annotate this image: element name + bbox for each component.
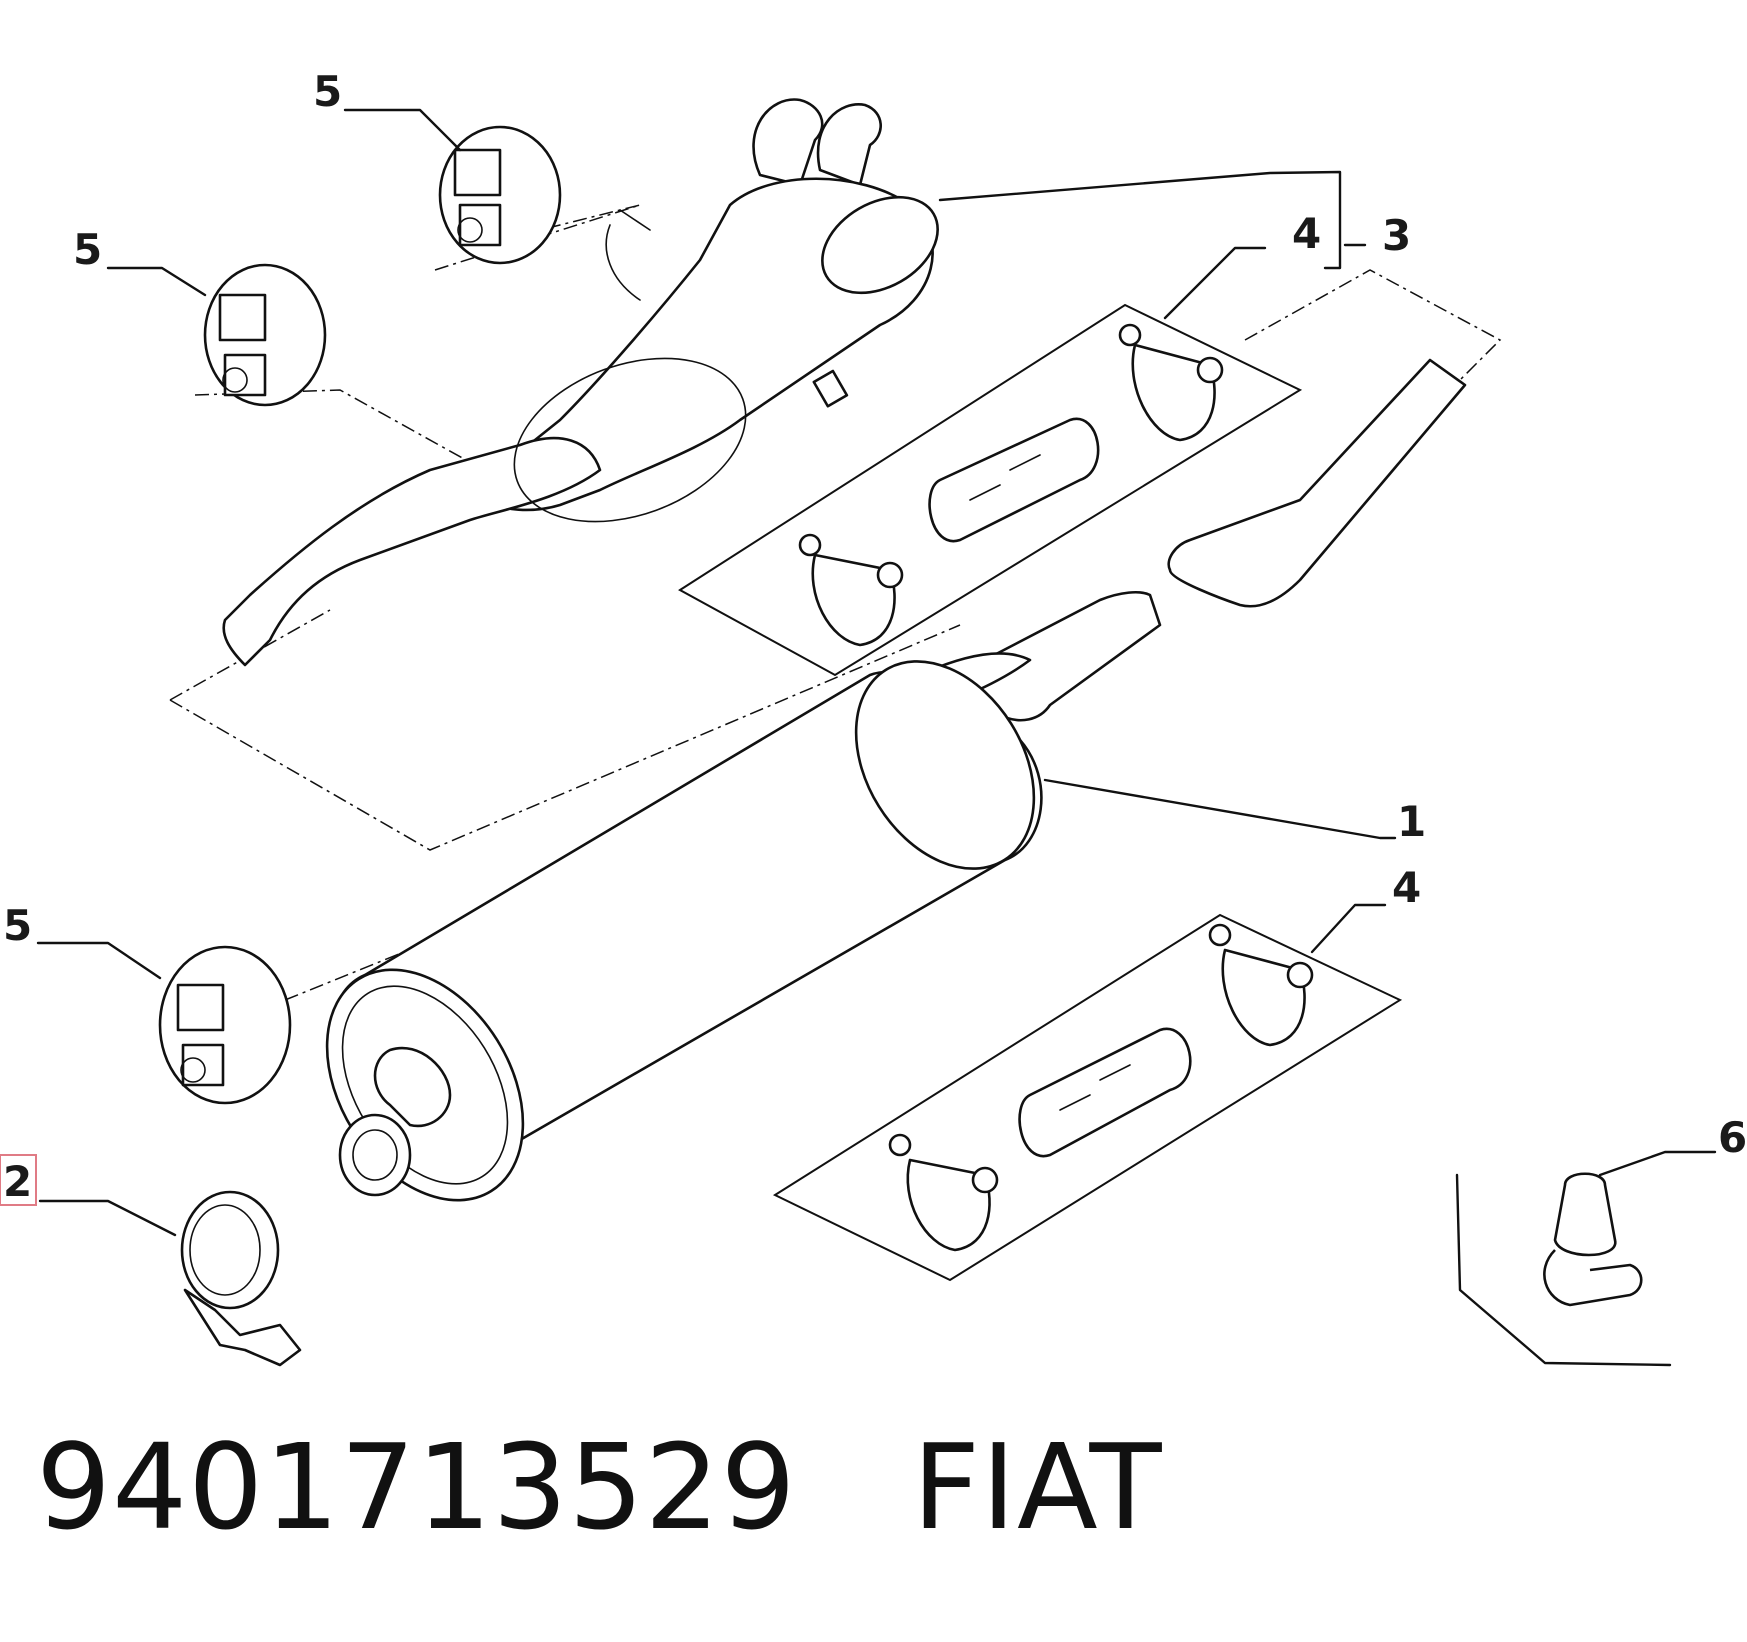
callout-labels: 5 5 4 3 1 4 5 2 6 xyxy=(0,67,1747,1206)
callout-4-upper: 4 xyxy=(1292,209,1321,258)
hose-clip xyxy=(1455,1172,1672,1367)
front-silencer xyxy=(325,660,1043,1202)
callout-6: 6 xyxy=(1718,1113,1747,1162)
outlet-clamp xyxy=(180,1190,302,1367)
rubber-mount-left xyxy=(203,263,327,407)
clamp-kit-lower xyxy=(772,913,1403,1282)
callout-5-left: 5 xyxy=(73,225,102,274)
callout-1: 1 xyxy=(1397,797,1426,846)
callout-3: 3 xyxy=(1382,211,1411,260)
highlight-box xyxy=(0,1154,37,1206)
rubber-mount-top xyxy=(438,125,562,265)
part-number: 9401713529 xyxy=(36,1418,797,1556)
callout-5-top: 5 xyxy=(313,67,342,116)
rear-silencer-assembly xyxy=(222,98,939,667)
clamp-kit-upper xyxy=(678,303,1303,677)
callout-5-lower: 5 xyxy=(3,901,32,950)
rubber-mount-lower xyxy=(158,945,292,1105)
part-caption: 9401713529 FIAT xyxy=(36,1428,1163,1546)
callout-4-lower: 4 xyxy=(1392,863,1421,912)
brand-name: FIAT xyxy=(912,1418,1163,1556)
callout-2: 2 xyxy=(3,1157,32,1206)
leader-lines xyxy=(36,108,1717,1237)
